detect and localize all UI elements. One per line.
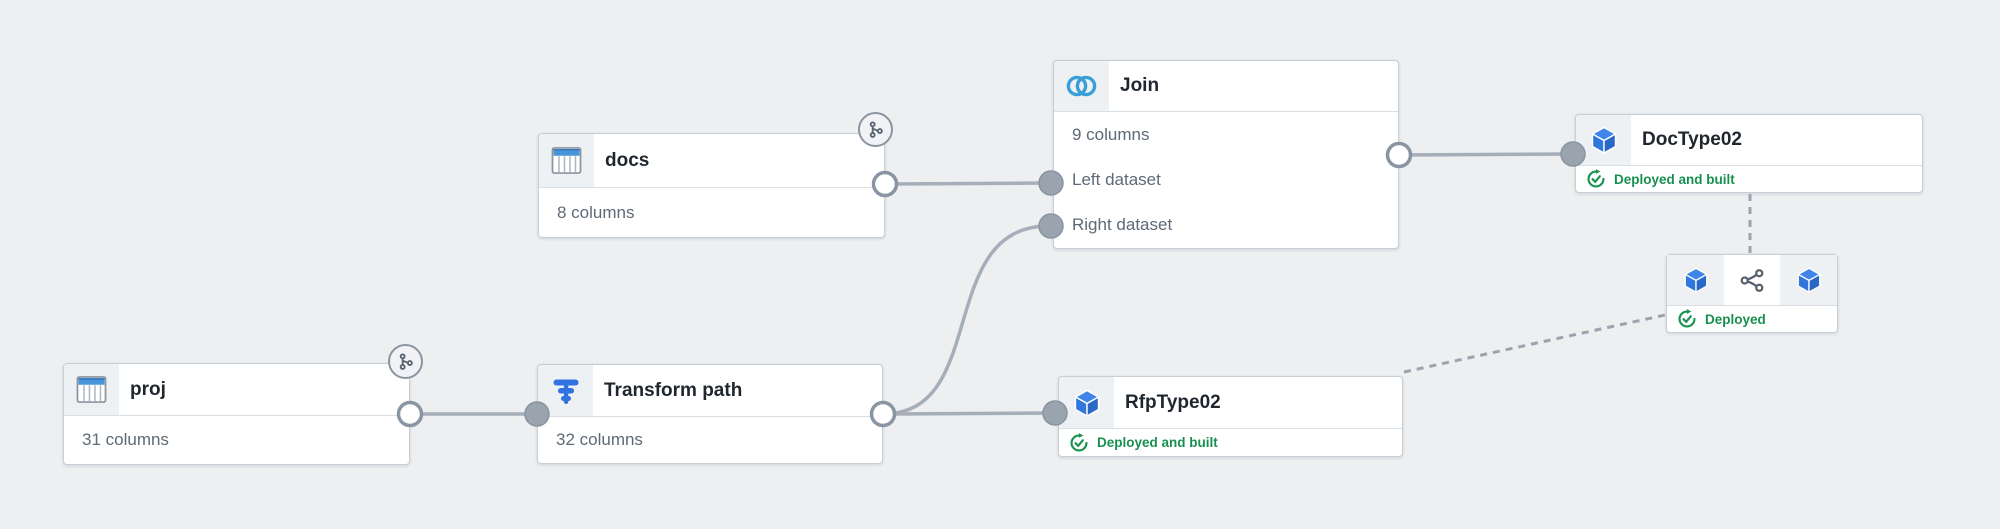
share-icon — [1724, 255, 1780, 305]
input-port-doctype02[interactable] — [1560, 141, 1586, 167]
deployed-check-icon — [1069, 432, 1089, 453]
cube-icon — [1780, 255, 1837, 305]
input-port-rfptype02[interactable] — [1042, 400, 1068, 426]
node-shared-objects[interactable]: Deployed — [1666, 254, 1838, 333]
edge-dashed-rfptype02-to-shared[interactable] — [1403, 313, 1666, 374]
node-columns-label: 8 columns — [539, 187, 884, 237]
branch-badge-docs[interactable] — [858, 112, 893, 147]
node-proj[interactable]: proj 31 columns — [63, 363, 410, 465]
cube-icon — [1059, 377, 1114, 428]
node-proj-header: proj — [64, 364, 409, 415]
node-status-row: Deployed — [1667, 305, 1837, 332]
edge-transform-to-rfptype02[interactable] — [882, 411, 1056, 416]
join-left-input-label: Left dataset — [1072, 169, 1161, 189]
join-icon — [1054, 61, 1109, 111]
node-rfptype02[interactable]: RfpType02 Deployed and built — [1058, 376, 1403, 457]
deployed-check-icon — [1677, 309, 1697, 329]
node-rfptype02-header: RfpType02 — [1059, 377, 1402, 428]
table-icon — [64, 364, 119, 415]
node-columns-label: 31 columns — [64, 415, 409, 464]
node-transform-header: Transform path — [538, 365, 882, 416]
node-title: proj — [130, 378, 166, 400]
node-doctype02-header: DocType02 — [1576, 115, 1922, 165]
input-port-transform[interactable] — [524, 401, 550, 427]
output-port-proj[interactable] — [396, 400, 424, 428]
edge-transform-to-join-right[interactable] — [882, 224, 1050, 416]
node-title: DocType02 — [1642, 129, 1742, 150]
edge-join-to-doctype02[interactable] — [1398, 152, 1574, 157]
node-title: RfpType02 — [1125, 391, 1221, 413]
node-join[interactable]: Join 9 columns Left dataset Right datase… — [1053, 60, 1399, 249]
output-port-transform[interactable] — [869, 400, 897, 428]
branch-badge-proj[interactable] — [388, 344, 423, 379]
node-status-label: Deployed and built — [1614, 171, 1735, 187]
join-right-input-label: Right dataset — [1072, 215, 1173, 235]
join-columns-label: 9 columns — [1072, 124, 1150, 144]
input-port-join-left[interactable] — [1038, 170, 1064, 196]
node-status-label: Deployed and built — [1097, 435, 1218, 450]
input-port-join-right[interactable] — [1038, 213, 1064, 239]
table-icon — [539, 134, 594, 187]
output-port-join[interactable] — [1385, 141, 1413, 169]
node-title: docs — [605, 149, 650, 171]
node-title: Join — [1120, 75, 1160, 96]
edge-docs-to-join-left[interactable] — [884, 181, 1052, 186]
node-columns-label: 32 columns — [538, 416, 882, 463]
cube-icon — [1667, 255, 1724, 305]
shared-objects-icons — [1667, 255, 1837, 305]
node-doctype02[interactable]: DocType02 Deployed and built — [1575, 114, 1923, 193]
node-title: Transform path — [604, 379, 743, 401]
node-status-row: Deployed and built — [1576, 165, 1922, 192]
cube-icon — [1576, 115, 1631, 165]
output-port-docs[interactable] — [871, 170, 899, 198]
node-join-header: Join — [1054, 61, 1398, 111]
deployed-check-icon — [1586, 169, 1606, 189]
node-docs[interactable]: docs 8 columns — [538, 133, 885, 238]
node-status-label: Deployed — [1705, 311, 1766, 327]
node-docs-header: docs — [539, 134, 884, 187]
node-status-row: Deployed and built — [1059, 428, 1402, 456]
node-transform-path[interactable]: Transform path 32 columns — [537, 364, 883, 464]
